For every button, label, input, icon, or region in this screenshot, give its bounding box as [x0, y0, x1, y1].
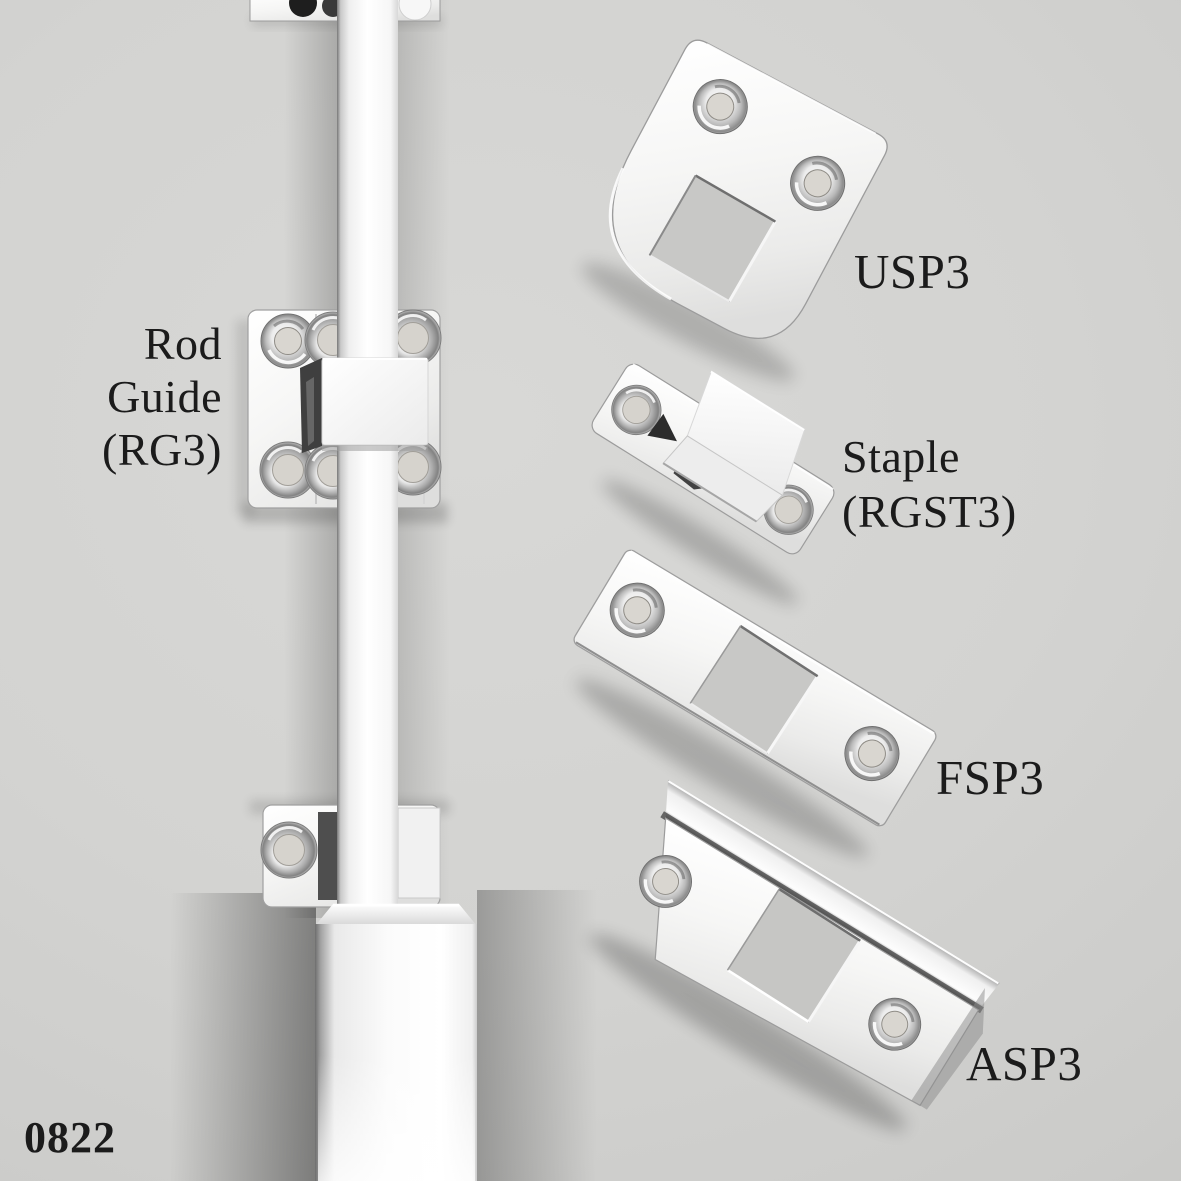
rod-guide-label-line3: (RG3) — [101, 424, 222, 475]
fsp3-label: FSP3 — [936, 750, 1045, 805]
asp3-strike-plate — [628, 779, 1000, 1110]
screw-head — [398, 0, 432, 21]
guide-screw-hole — [259, 820, 319, 880]
usp3-label: USP3 — [854, 244, 971, 299]
rod-guide-label-line1: Rod — [143, 318, 222, 369]
screw-head — [289, 0, 317, 17]
rod-guide-rg3-block — [300, 357, 429, 453]
photo-code: 0822 — [24, 1113, 116, 1162]
asp3-end-fold — [911, 988, 985, 1110]
staple-shadow — [602, 479, 798, 605]
rod-guide-label-line2: Guide — [107, 371, 222, 422]
bolt-rod — [337, 0, 398, 920]
asp3-lip — [665, 779, 1000, 1010]
staple-label-line2: (RGST3) — [842, 486, 1017, 537]
staple-label-line1: Staple — [842, 431, 960, 482]
staple-label: Staple (RGST3) — [842, 429, 1017, 539]
usp3-bolt-cutout — [648, 174, 777, 303]
asp3-bolt-cutout — [726, 888, 862, 1023]
fsp3-strike-plate — [573, 549, 937, 827]
usp3-shadow — [581, 262, 795, 382]
rod-guide-label: Rod Guide (RG3) — [58, 317, 222, 476]
fsp3-bolt-cutout — [689, 625, 819, 755]
fsp3-shadow — [575, 678, 869, 858]
staple-opening — [647, 413, 677, 442]
bolt-body — [315, 903, 477, 1181]
rgst3-staple — [591, 363, 835, 555]
usp3-strike-plate — [608, 39, 888, 340]
asp3-shadow — [589, 933, 907, 1131]
asp3-label: ASP3 — [966, 1036, 1083, 1091]
staple-bridge — [662, 370, 806, 523]
